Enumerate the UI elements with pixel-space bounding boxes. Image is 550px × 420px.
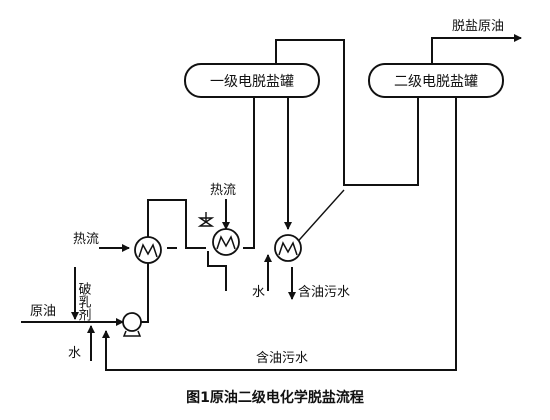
pump-discharge-line — [139, 261, 149, 323]
water-label-bottom: 水 — [68, 346, 81, 361]
crude-oil-label: 原油 — [30, 304, 56, 319]
hot-stream-left-label: 热流 — [73, 232, 99, 247]
first-vessel-label: 一级电脱盐罐 — [210, 74, 294, 90]
second-vessel-drain-line — [102, 96, 457, 371]
oily-wastewater-mid-label: 含油污水 — [298, 284, 350, 300]
desalted-crude-line — [431, 34, 522, 65]
control-valve-icon — [197, 212, 215, 227]
desalted-crude-label: 脱盐原油 — [452, 19, 504, 34]
heat-exchanger-1 — [134, 236, 162, 264]
figure-caption: 图1原油二级电化学脱盐流程 — [186, 389, 364, 406]
hot-stream-top-label: 热流 — [210, 183, 236, 198]
hx3-to-second-line — [291, 189, 345, 249]
first-desalter-vessel — [184, 63, 320, 98]
second-desalter-vessel — [368, 63, 504, 98]
first-to-second-vessel-line — [275, 39, 419, 186]
demulsifier-label: 破乳剂 — [76, 282, 92, 321]
oily-wastewater-bottom-label: 含油污水 — [256, 350, 308, 366]
pump-icon — [122, 312, 142, 337]
hx1-to-hx2-line — [147, 199, 206, 249]
hx2-to-first-vessel-line — [243, 96, 255, 249]
heat-exchanger-3 — [274, 234, 302, 262]
hx2-bottom-line — [207, 251, 227, 291]
water-label-mid: 水 — [252, 285, 265, 300]
heat-exchanger-2 — [212, 228, 240, 256]
second-vessel-label: 二级电脱盐罐 — [394, 74, 478, 90]
